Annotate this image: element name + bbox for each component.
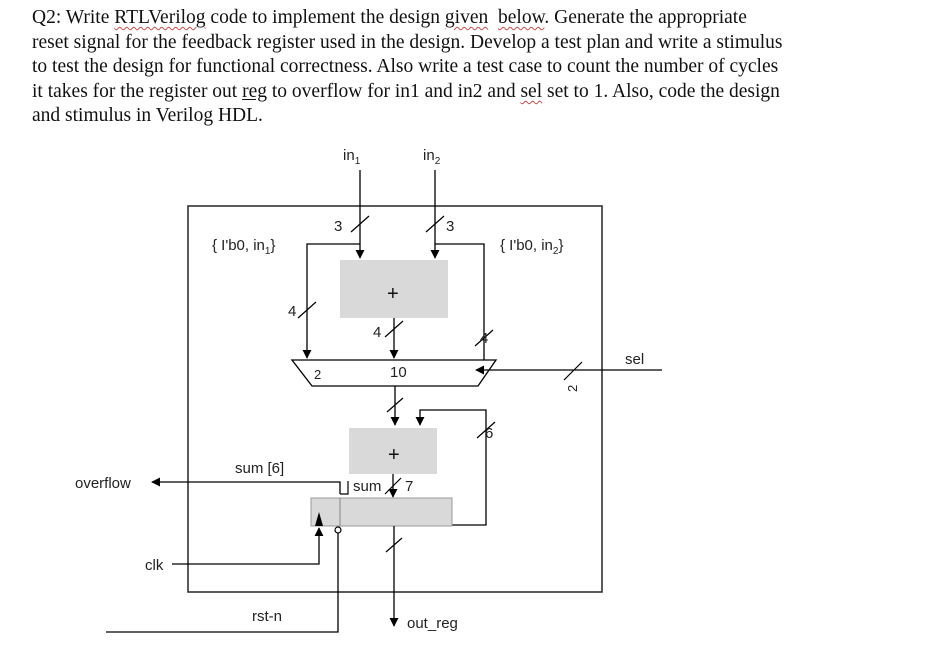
right-width-slash [474, 329, 494, 347]
in2-width-slash [425, 215, 445, 233]
question-line-1: Q2: Write RTLVerilog code to implement t… [32, 7, 747, 28]
left-width: 4 [288, 303, 296, 320]
mux-const: 10 [390, 364, 407, 381]
adder-1 [340, 260, 448, 318]
question-text: Q2: Write RTLVerilog code to implement t… [32, 6, 912, 129]
adder-1-plus: + [387, 283, 399, 305]
underlined-reg: reg [242, 80, 268, 102]
module-boundary [187, 205, 603, 593]
output-register [310, 497, 453, 527]
out-reg-slash [385, 537, 403, 553]
in1-width-slash [350, 215, 370, 233]
rst-label: rst-n [252, 608, 282, 625]
concat-in1-label: { I'b0, in1} [212, 237, 275, 257]
overflow-path [151, 477, 341, 494]
mux-sel-width: 2 [314, 367, 321, 382]
mux-out-slash [386, 397, 404, 413]
sel-width: 2 [565, 385, 580, 392]
out-reg-label: out_reg [407, 615, 458, 632]
left-width-slash [297, 301, 317, 319]
feedback-width-slash [476, 421, 496, 439]
spell-underlined-given: given [444, 7, 489, 28]
question-line-4: it takes for the register out reg to ove… [32, 80, 780, 102]
spell-underlined-rtl: RTLVerilog [114, 7, 206, 28]
question-line-5: and stimulus in Verilog HDL. [32, 105, 263, 127]
sum-label: sum [353, 478, 381, 495]
feedback-width: 6 [485, 425, 493, 442]
adder-width: 4 [373, 324, 381, 341]
sum6-tap [340, 481, 349, 495]
question-line-3: to test the design for functional correc… [32, 56, 779, 78]
sel-width-slash [563, 361, 583, 381]
clk-label: clk [145, 557, 164, 574]
rst-bubble [334, 526, 342, 534]
question-line-2: reset signal for the feedback register u… [32, 31, 783, 53]
mux [290, 359, 498, 387]
overflow-label: overflow [75, 475, 131, 492]
adder-width-slash [384, 320, 404, 338]
in2-label: in2 [423, 147, 441, 167]
concat-in2-label: { I'b0, in2} [500, 237, 563, 257]
spell-underlined-below: below [498, 7, 545, 28]
feedback-path [396, 409, 487, 526]
clock-edge-triangle [315, 512, 323, 526]
sum6-label: sum [6] [235, 460, 284, 477]
in1-label: in1 [343, 147, 361, 167]
adder-2-plus: + [388, 444, 400, 466]
in2-width: 3 [446, 218, 454, 235]
right-width: 4 [480, 330, 488, 347]
concat-in1-path [302, 243, 360, 359]
rst-line [106, 532, 339, 633]
sum-width: 7 [405, 478, 413, 495]
concat-in2-path [435, 243, 485, 358]
adder-2 [349, 428, 437, 474]
in1-width: 3 [334, 218, 342, 235]
sel-label: sel [625, 351, 644, 368]
spell-underlined-sel: sel [520, 80, 543, 102]
sum-width-slash [384, 477, 402, 495]
clk-line [172, 527, 324, 565]
